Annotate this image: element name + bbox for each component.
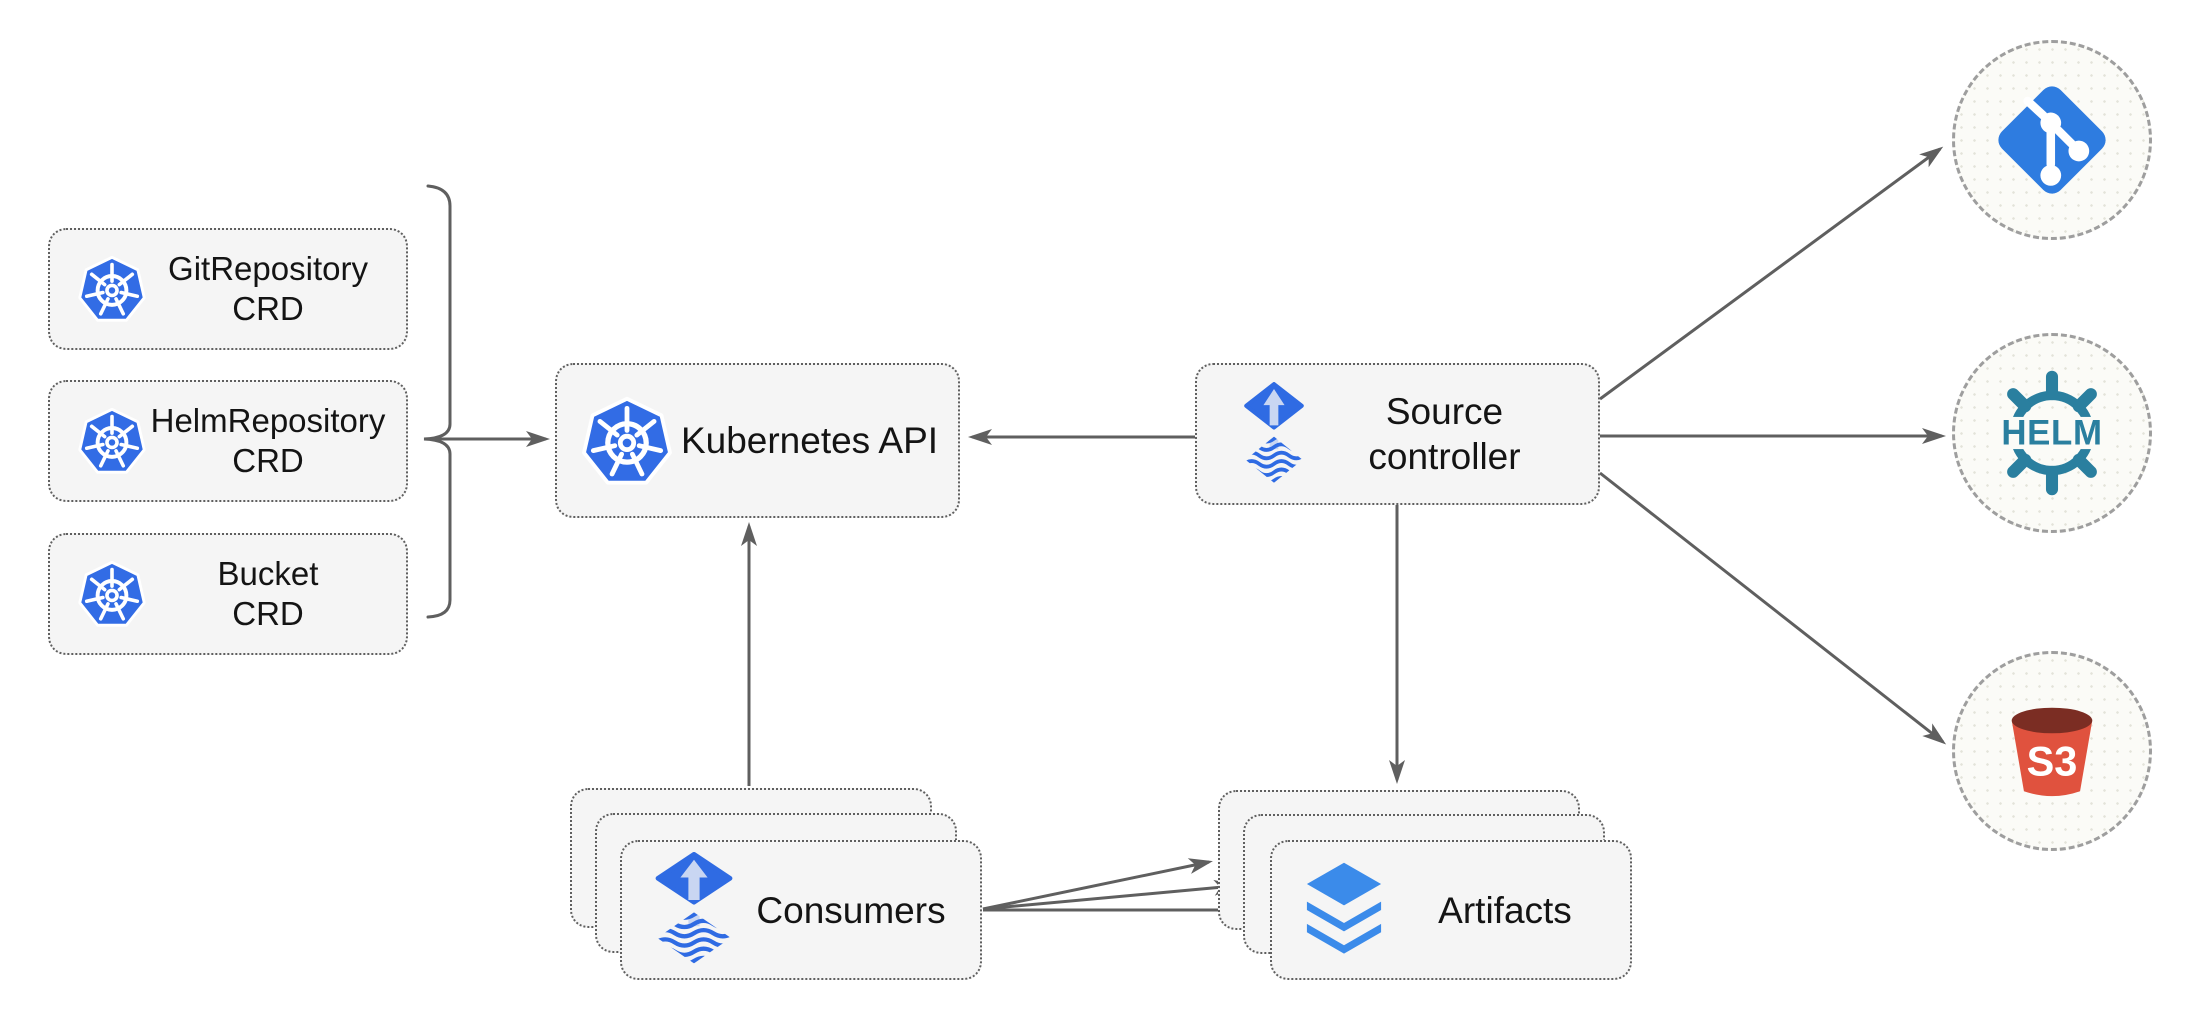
kubernetes-icon (76, 405, 148, 477)
node-source-controller: Source controller (1195, 363, 1600, 505)
crd-line2: CRD (232, 442, 304, 479)
node-label: Kubernetes API (680, 420, 939, 461)
node-label: GitRepository CRD (148, 249, 388, 329)
edge-source-controller-to-git (1599, 146, 1944, 401)
remote-source-s3: S3 (1952, 651, 2152, 851)
kubernetes-icon (579, 393, 675, 489)
remote-source-helm: HELM (1952, 333, 2152, 533)
label-line1: Source (1385, 391, 1504, 432)
node-consumers: Consumers (570, 788, 984, 982)
remote-source-git (1952, 40, 2152, 240)
s3-label: S3 (2027, 737, 2078, 784)
helm-icon: HELM (1985, 366, 2119, 500)
node-helmrepository-crd: HelmRepository CRD (48, 380, 408, 502)
edge-consumers-to-artifacts-middle (982, 879, 1238, 911)
helm-label: HELM (2001, 413, 2102, 452)
node-label: Source controller (1305, 389, 1584, 479)
layers-icon (1296, 859, 1392, 961)
flux-icon (1243, 382, 1305, 487)
artifacts-stack-box-front: Artifacts (1270, 840, 1632, 980)
consumers-stack-box-front: Consumers (620, 840, 982, 980)
node-label: HelmRepository CRD (148, 401, 388, 481)
node-label: Consumers (756, 889, 946, 931)
node-label: Bucket CRD (148, 554, 388, 634)
crd-line2: CRD (232, 595, 304, 632)
node-label: Artifacts (1438, 889, 1572, 931)
node-artifacts: Artifacts (1218, 790, 1632, 982)
flux-icon (654, 852, 734, 968)
label-line2: controller (1368, 436, 1521, 477)
crd-line1: HelmRepository (150, 402, 386, 439)
edge-consumers-to-artifacts-back (982, 858, 1213, 911)
kubernetes-icon (76, 558, 148, 630)
crd-line2: CRD (232, 290, 304, 327)
edge-source-controller-to-s3 (1599, 471, 1947, 745)
node-kubernetes-api: Kubernetes API (555, 363, 960, 518)
crd-line1: GitRepository (168, 250, 368, 287)
s3-bucket-icon: S3 (1991, 690, 2113, 812)
node-bucket-crd: Bucket CRD (48, 533, 408, 655)
git-icon (1991, 79, 2113, 201)
crd-group-bracket (423, 184, 452, 619)
crd-line1: Bucket (217, 555, 319, 592)
node-gitrepository-crd: GitRepository CRD (48, 228, 408, 350)
kubernetes-icon (76, 253, 148, 325)
